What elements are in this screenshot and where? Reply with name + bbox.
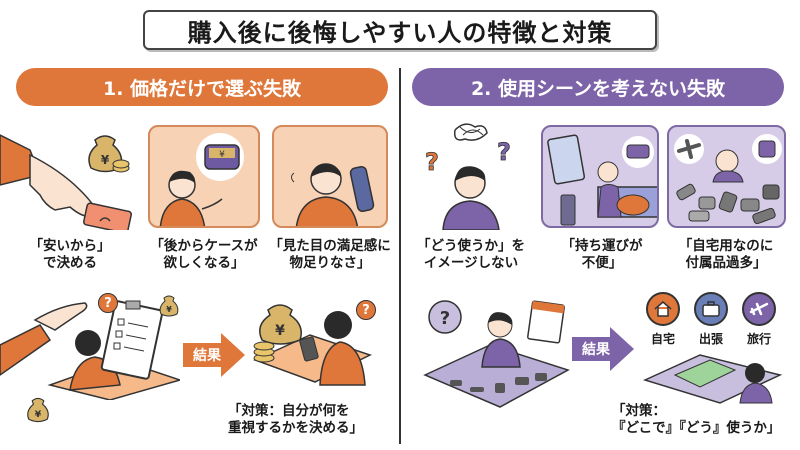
svg-text:?: ? (425, 148, 439, 176)
question-icon: ? (98, 293, 118, 313)
page-title: 購入後に後悔しやすい人の特徴と対策 (143, 10, 657, 50)
checklist-illustration: ? ¥ (0, 285, 183, 401)
svg-text:?: ? (497, 138, 511, 166)
confused-person-illustration: ? ? (415, 115, 525, 231)
suitcase-icon (694, 292, 728, 326)
scene-label-business: 出張 (698, 332, 723, 346)
section-2-banner: 2. 使用シーンを考えない失敗 (412, 68, 784, 106)
svg-text:¥: ¥ (219, 150, 225, 160)
money-bag-icon: ¥ (159, 295, 179, 317)
map-illustration (640, 345, 790, 405)
svg-text:¥: ¥ (35, 409, 42, 420)
caption-satisfaction: 「見た目の満足感に 物足りなさ」 (269, 238, 391, 271)
accessories-panel (667, 125, 786, 228)
desk-illustration: ? (420, 295, 570, 410)
caption-accessories: 「自宅用なのに 付属品過多」 (678, 238, 774, 271)
caption-portability: 「持ち運びが 不便」 (561, 238, 643, 271)
pointing-hand-icon (0, 134, 132, 234)
solution-1: 「対策：自分が何を 重視するかを決める」 (228, 403, 363, 436)
money-bag-icon: ¥ (27, 397, 49, 423)
case-illustration: ¥ (159, 133, 244, 226)
section-divider (399, 68, 401, 444)
svg-text:¥: ¥ (101, 153, 110, 167)
price-tag-illustration: ¥ (0, 115, 140, 234)
svg-text:¥: ¥ (275, 323, 285, 339)
scene-label-home: 自宅 (650, 332, 675, 346)
case-regret-panel: ¥ (148, 125, 260, 228)
result-illustration: ¥ ? (250, 290, 380, 390)
question-icon: ? (356, 300, 376, 320)
svg-text:?: ? (440, 308, 450, 329)
caption-usage: 「どう使うか」を イメージしない (417, 238, 525, 271)
result-label: 結果 (193, 348, 221, 364)
accessories-illustration (674, 134, 782, 225)
scene-label-travel: 旅行 (746, 332, 771, 346)
train-panel (541, 125, 659, 228)
train-illustration (547, 134, 657, 226)
money-bag-icon: ¥ (88, 135, 130, 173)
caption-case: 「後からケースが 欲しくなる」 (150, 238, 258, 271)
home-icon (646, 292, 680, 326)
section-1-banner: 1. 価格だけで選ぶ失敗 (16, 68, 388, 106)
solution-2: 「対策： 『どこで』『どう』使うか」 (612, 403, 781, 436)
caption-cheap: 「安いから」 で決める (29, 238, 111, 271)
satisfaction-panel (272, 125, 388, 228)
result-label: 結果 (582, 342, 610, 358)
result-arrow: 結果 (572, 327, 634, 371)
shaver-illustration (291, 163, 375, 226)
result-arrow: 結果 (183, 333, 245, 377)
svg-text:¥: ¥ (166, 305, 172, 314)
airplane-icon (742, 292, 776, 326)
